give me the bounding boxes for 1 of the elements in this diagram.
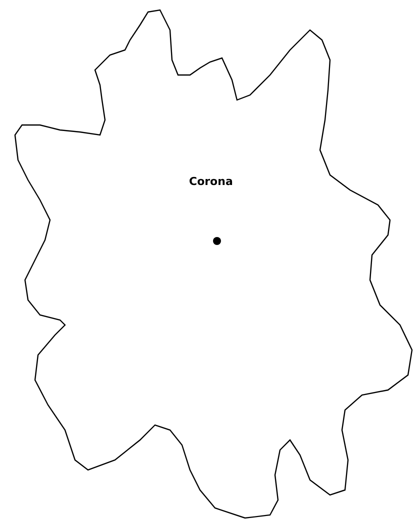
region-label: Corona [189,175,233,188]
